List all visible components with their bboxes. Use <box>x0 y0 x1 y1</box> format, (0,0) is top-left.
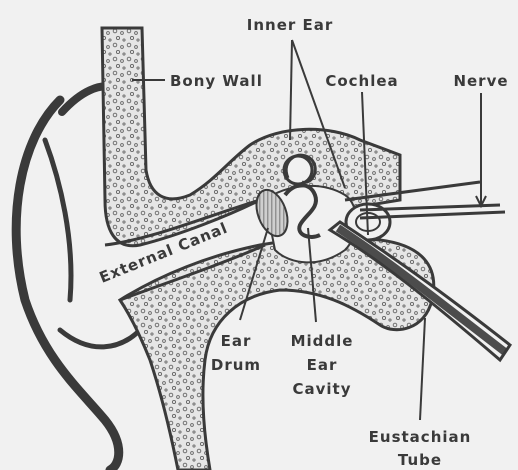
label-ear-drum-line1: Ear <box>221 332 252 350</box>
leader-eustachian <box>420 318 425 420</box>
label-bony-wall: Bony Wall <box>170 72 263 90</box>
label-eustachian-line2: Tube <box>398 451 442 469</box>
label-middle-ear-line1: Middle <box>291 332 354 350</box>
leader-inner-ear-1 <box>290 40 292 140</box>
label-middle-ear-line3: Cavity <box>293 380 352 398</box>
label-ear-drum-line2: Drum <box>211 356 261 374</box>
pinna-helix <box>45 140 71 300</box>
label-nerve: Nerve <box>453 72 508 90</box>
pinna-lobe <box>60 330 140 347</box>
label-cochlea: Cochlea <box>325 72 398 90</box>
label-inner-ear: Inner Ear <box>247 16 334 34</box>
label-middle-ear-line2: Ear <box>307 356 338 374</box>
label-eustachian-line1: Eustachian <box>369 428 472 446</box>
